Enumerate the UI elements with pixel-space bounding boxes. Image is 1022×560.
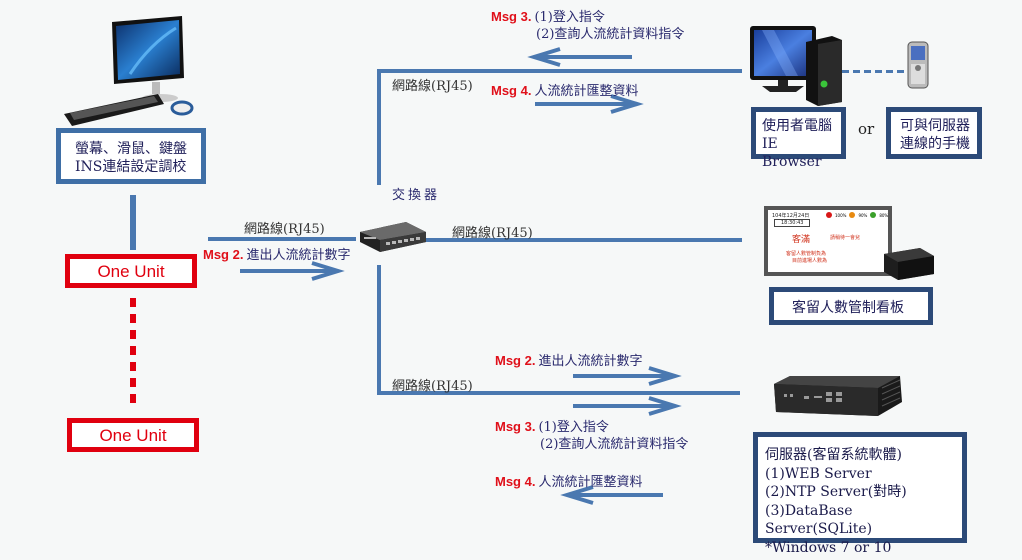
msg-tag: Msg 4. — [491, 83, 532, 98]
network-switch-icon — [360, 222, 426, 252]
board-status-lights: 100% 90% 80% — [826, 212, 888, 218]
msg-text: 人流統計匯整資料 — [534, 84, 639, 99]
pc-unit-connector — [130, 195, 136, 250]
msg-line-2: (2)查詢人流統計資料指令 — [540, 437, 689, 452]
left-msg2: Msg 2.進出人流統計數字 — [203, 244, 350, 263]
arrow-bottom-msg2 — [573, 366, 682, 386]
mini-pc-icon — [884, 248, 934, 280]
board-line-1: 客留人數管制負為 — [786, 251, 827, 257]
switch-trunk-down — [377, 265, 381, 393]
board-box: 客留人數管制看板 — [769, 287, 933, 325]
msg-tag: Msg 4. — [495, 474, 536, 489]
switch-label: 交換器 — [392, 188, 441, 203]
middle-cable-label: 網路線(RJ45) — [452, 226, 533, 241]
mobile-phone-icon — [907, 41, 929, 89]
phone-dashed-link — [842, 70, 908, 73]
board-date: 104年12月24日 — [772, 213, 810, 219]
left-cable-label: 網路線(RJ45) — [244, 222, 325, 237]
status-value: 80% — [879, 212, 889, 218]
phone-box: 可與伺服器 連線的手機 — [886, 107, 982, 159]
server-box: 伺服器(客留系統軟體) (1)WEB Server (2)NTP Server(… — [753, 432, 967, 556]
bottom-cable-line — [377, 391, 740, 395]
board-line-2: 目前進場人數為 — [792, 258, 828, 264]
bottom-cable-label: 網路線(RJ45) — [392, 379, 473, 394]
server-line-db: (3)DataBase Server(SQLite) — [765, 502, 873, 538]
pc-setup-line-1: 螢幕、滑鼠、鍵盤 — [75, 141, 187, 157]
msg-tag: Msg 3. — [491, 9, 532, 24]
bottom-msg3: Msg 3.(1)登入指令 (2)查詢人流統計資料指令 — [495, 418, 688, 453]
mini-server-icon — [774, 376, 902, 416]
pc-setup-line-2: INS連結設定調校 — [75, 159, 187, 175]
one-unit-box-1[interactable]: One Unit — [65, 254, 197, 288]
left-cable-line — [208, 237, 356, 241]
server-line-ntp: (2)NTP Server(對時) — [765, 484, 907, 500]
status-light-red — [826, 212, 832, 218]
msg-line-2: (2)查詢人流統計資料指令 — [536, 27, 685, 42]
top-cable-label: 網路線(RJ45) — [392, 79, 473, 94]
status-light-green — [870, 212, 877, 218]
user-pc-line-2: IE Browser — [762, 136, 822, 170]
status-light-orange — [849, 212, 856, 218]
user-pc-box: 使用者電腦 IE Browser — [751, 107, 846, 170]
phone-line-1: 可與伺服器 — [900, 118, 970, 134]
top-cable-line — [377, 69, 742, 73]
display-board-icon: 104年12月24日 18:30:43 100% 90% 80% 客滿 請稍待一… — [764, 206, 892, 276]
pc-setup-box: 螢幕、滑鼠、鍵盤 INS連結設定調校 — [56, 128, 206, 184]
server-line-title: 伺服器(客留系統軟體) — [765, 447, 902, 463]
middle-cable-line — [426, 238, 742, 242]
top-msg3: Msg 3.(1)登入指令 (2)查詢人流統計資料指令 — [491, 8, 684, 43]
user-computer-icon — [750, 26, 842, 106]
status-value: 100% — [835, 212, 847, 218]
bottom-msg2: Msg 2.進出人流統計數字 — [495, 350, 642, 369]
arrow-bottom-msg3 — [573, 396, 682, 416]
arrow-left-msg2 — [240, 261, 345, 281]
one-unit-label: One Unit — [97, 262, 165, 281]
one-unit-box-2[interactable]: One Unit — [67, 418, 199, 452]
msg-text: 進出人流統計數字 — [246, 248, 351, 263]
one-unit-label: One Unit — [99, 426, 167, 445]
server-line-os: *Windows 7 or 10 — [765, 539, 892, 556]
msg-tag: Msg 2. — [495, 353, 536, 368]
arrow-top-msg4 — [535, 94, 644, 114]
unit-dotted-connector — [130, 298, 136, 410]
msg-line-1: (1)登入指令 — [538, 420, 609, 435]
board-notice: 請稍待一會兒 — [830, 235, 861, 241]
arrow-top-msg3 — [527, 47, 632, 67]
desktop-computer-icon — [64, 16, 194, 126]
or-label: or — [858, 120, 875, 138]
msg-text: 人流統計匯整資料 — [538, 475, 643, 490]
top-msg4: Msg 4.人流統計匯整資料 — [491, 80, 638, 99]
msg-tag: Msg 3. — [495, 419, 536, 434]
msg-tag: Msg 2. — [203, 247, 244, 262]
bottom-msg4: Msg 4.人流統計匯整資料 — [495, 471, 642, 490]
arrow-bottom-msg4 — [560, 485, 663, 505]
switch-trunk-up — [377, 70, 381, 185]
server-line-web: (1)WEB Server — [765, 465, 872, 482]
status-value: 90% — [858, 212, 868, 218]
phone-line-2: 連線的手機 — [900, 136, 970, 152]
msg-text: 進出人流統計數字 — [538, 354, 643, 369]
board-time: 18:30:43 — [774, 219, 811, 227]
user-pc-line-1: 使用者電腦 — [762, 118, 832, 134]
board-box-label: 客留人數管制看板 — [792, 300, 904, 316]
msg-line-1: (1)登入指令 — [534, 10, 605, 25]
board-headline: 客滿 — [792, 235, 811, 245]
